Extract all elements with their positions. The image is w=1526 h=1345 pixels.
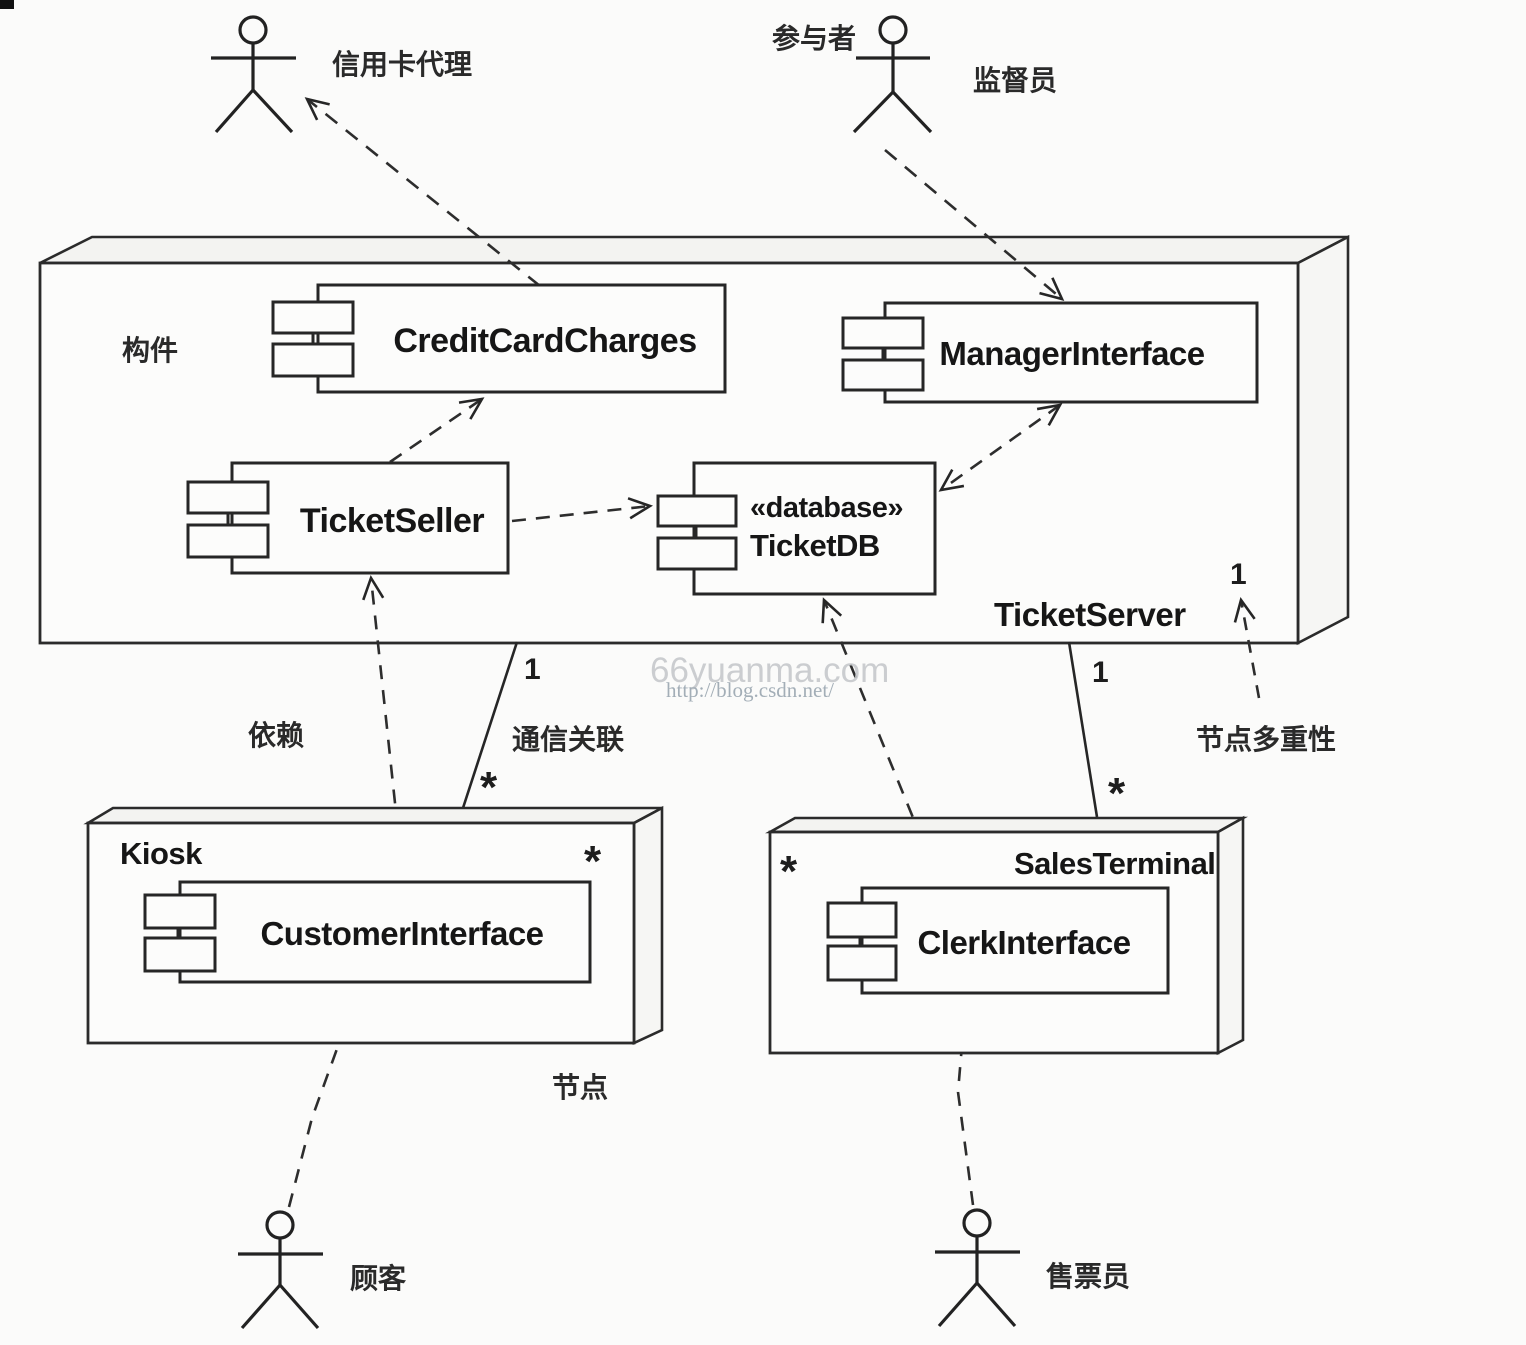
node-sales-terminal-top-face bbox=[765, 816, 1248, 834]
component-icon bbox=[271, 342, 355, 378]
actor-head bbox=[265, 1210, 295, 1240]
actor-credit-agent-label: 信用卡代理 bbox=[332, 48, 472, 81]
component-clerk-interface-box bbox=[860, 886, 1170, 995]
component-icon bbox=[143, 936, 217, 973]
actor-leg bbox=[251, 88, 294, 134]
component-credit-card-charges: CreditCardCharges bbox=[271, 283, 727, 394]
dependency-supervisor-to-manager bbox=[884, 149, 1065, 301]
component-icon bbox=[186, 480, 270, 515]
scan-artifact bbox=[0, 0, 14, 9]
dependency-credit-to-agent bbox=[304, 97, 541, 288]
node-sales-terminal-side-face bbox=[1216, 815, 1245, 1056]
component-ticket-seller-name: TicketSeller bbox=[300, 502, 485, 540]
component-ticket-seller: TicketSeller bbox=[186, 461, 510, 575]
dependency-seller-to-credit bbox=[389, 397, 485, 464]
actor-clerk bbox=[935, 1208, 1020, 1328]
actor-credit-agent bbox=[211, 15, 296, 134]
actor-customer-label: 顾客 bbox=[350, 1262, 407, 1295]
node-ticket-server-multiplicity: 1 bbox=[1230, 558, 1247, 591]
node-sales-terminal-multiplicity: * bbox=[780, 847, 798, 896]
component-ticket-seller-box bbox=[230, 461, 510, 575]
actor-clerk-label: 售票员 bbox=[1046, 1260, 1130, 1293]
node-ticket-server-name: TicketServer bbox=[994, 596, 1186, 633]
component-icon bbox=[186, 523, 270, 559]
component-icon bbox=[826, 944, 898, 982]
node-sales-terminal-name: SalesTerminal bbox=[1014, 846, 1215, 881]
component-ticket-db: «database» TicketDB bbox=[656, 461, 937, 596]
callout-dependency-label: 依赖 bbox=[248, 719, 304, 752]
actor-leg bbox=[278, 1283, 320, 1330]
multiplicity-sales-link-node-end: * bbox=[1108, 769, 1126, 818]
component-icon bbox=[841, 358, 925, 392]
component-credit-card-charges-name: CreditCardCharges bbox=[393, 322, 696, 360]
actor-supervisor bbox=[852, 15, 933, 134]
watermark-url: http://blog.csdn.net/ bbox=[666, 678, 834, 702]
node-kiosk-multiplicity: * bbox=[584, 837, 602, 886]
actor-customer bbox=[238, 1210, 323, 1330]
component-icon bbox=[841, 316, 925, 350]
node-kiosk-name: Kiosk bbox=[120, 836, 203, 871]
node-kiosk: Kiosk * CustomerInterface bbox=[83, 805, 664, 1046]
component-manager-interface: ManagerInterface bbox=[841, 301, 1259, 404]
component-icon bbox=[271, 300, 355, 335]
actor-caption-label: 参与者 bbox=[772, 22, 856, 55]
dependency-manager-to-db bbox=[938, 403, 1063, 492]
node-ticket-server-top-face bbox=[39, 235, 1349, 265]
actor-leg bbox=[937, 1281, 979, 1328]
callout-communication-association-label: 通信关联 bbox=[512, 723, 624, 756]
component-icon bbox=[656, 494, 738, 528]
component-manager-interface-box bbox=[883, 301, 1259, 404]
actor-head bbox=[962, 1208, 992, 1238]
multiplicity-kiosk-link-node-end: * bbox=[480, 763, 498, 812]
component-credit-card-charges-box bbox=[316, 283, 727, 394]
component-manager-interface-name: ManagerInterface bbox=[939, 335, 1204, 372]
component-customer-interface-name: CustomerInterface bbox=[260, 915, 543, 952]
multiplicity-sales-link-server-end: 1 bbox=[1092, 656, 1109, 689]
node-sales-terminal: SalesTerminal * ClerkInterface bbox=[765, 815, 1248, 1056]
component-callout-label: 构件 bbox=[122, 334, 178, 367]
actor-leg bbox=[891, 90, 933, 134]
component-icon bbox=[143, 893, 217, 930]
node-kiosk-top-face bbox=[83, 806, 663, 825]
node-ticket-server-side-face bbox=[1296, 234, 1350, 646]
multiplicity-kiosk-link-server-end: 1 bbox=[524, 653, 541, 686]
actor-head bbox=[238, 15, 268, 45]
node-kiosk-side-face bbox=[632, 805, 664, 1046]
callout-arrow-node-multiplicity bbox=[1233, 597, 1261, 699]
callout-node-label: 节点 bbox=[552, 1071, 608, 1104]
callout-node-multiplicity-label: 节点多重性 bbox=[1196, 723, 1336, 756]
component-ticket-db-name: TicketDB bbox=[750, 528, 880, 563]
component-ticket-db-box bbox=[692, 461, 937, 596]
actor-leg bbox=[214, 88, 255, 134]
component-icon bbox=[826, 901, 898, 939]
watermark-brand: 66yuanma.com bbox=[650, 651, 889, 690]
actor-leg bbox=[240, 1283, 282, 1330]
actor-leg bbox=[852, 90, 895, 134]
component-ticket-db-stereotype: «database» bbox=[750, 492, 903, 524]
actor-leg bbox=[975, 1281, 1017, 1328]
association-server-sales-terminal bbox=[1067, 641, 1099, 818]
component-customer-interface-box bbox=[178, 880, 592, 984]
actor-head bbox=[878, 15, 908, 45]
component-clerk-interface-name: ClerkInterface bbox=[917, 924, 1130, 961]
component-icon bbox=[656, 536, 738, 571]
actor-supervisor-label: 监督员 bbox=[973, 64, 1057, 97]
association-server-kiosk bbox=[461, 641, 519, 809]
